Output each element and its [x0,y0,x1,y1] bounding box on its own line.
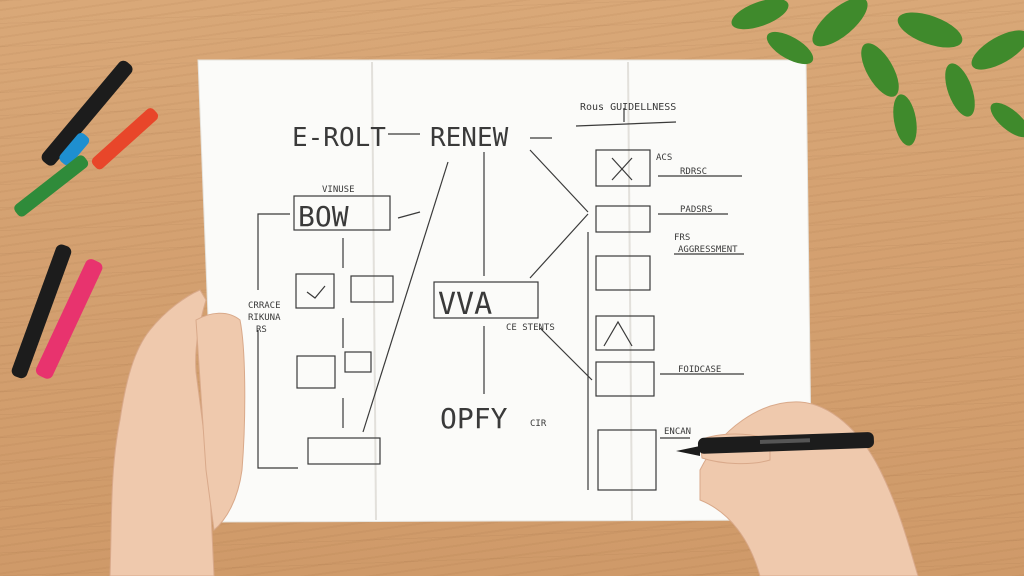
marker-icon [91,108,159,170]
box-vva: VVA [438,287,492,322]
marker-icon [14,155,89,217]
heading-left: E-ROLT [292,123,386,153]
side-label-3: PADSRS [680,205,713,215]
side-label-5: AGGRESSMENT [678,245,738,255]
marker-icon [41,60,133,166]
label-left-note2: RIKUNA [248,313,281,323]
side-label-6: FOIDCASE [678,365,721,375]
bottom-word: OPFY [440,402,508,435]
label-left-note3: RS [256,325,267,335]
plant-icon [731,0,1024,146]
label-vinuse: VINUSE [322,185,355,195]
marker-icon [11,244,72,379]
left-hand [109,289,246,576]
side-label-1: ACS [656,153,672,163]
side-label-7: ENCAN [664,427,691,437]
right-hand [699,401,919,576]
sketch-lines [257,108,744,491]
note-top-right: Rous GUIDELLNESS [580,102,676,113]
box-bow: BOW [298,200,349,233]
side-label-2: RDRSC [680,167,707,177]
marker-icon [35,259,103,379]
heading-right: RENEW [430,123,509,153]
label-ce-stents: CE STENTS [506,323,555,333]
label-left-note: CRRACE [248,301,281,311]
pen-icon [676,432,874,456]
bottom-word2: CIR [530,419,547,429]
side-label-4: FRS [674,233,690,243]
